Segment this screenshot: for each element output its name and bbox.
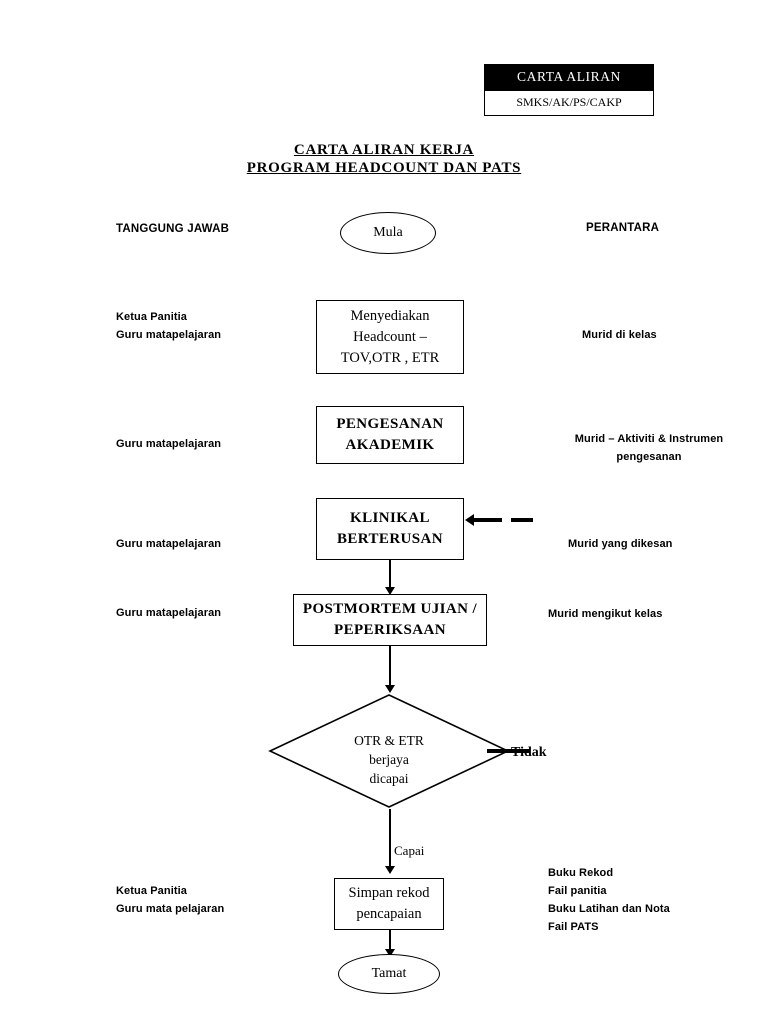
medium-step-5-line-3: Buku Latihan dan Nota (548, 903, 670, 915)
connector-simpan-to-end (389, 930, 391, 952)
branch-yes-connector (389, 809, 391, 869)
pengesanan-akademik-line-1: PENGESANAN (336, 416, 444, 432)
page-title-line-2: PROGRAM HEADCOUNT DAN PATS (246, 160, 522, 176)
flow-node-klinikal-berterusan[interactable]: KLINIKAL BERTERUSAN (316, 498, 464, 560)
klinikal-berterusan-line-1: KLINIKAL (350, 510, 430, 526)
page-title-line-1: CARTA ALIRAN KERJA (293, 142, 475, 158)
flow-node-start[interactable]: Mula (340, 212, 436, 254)
connector-klinikal-to-postmortem (389, 560, 391, 590)
connector-postmortem-to-decision (389, 646, 391, 688)
medium-step-5-line-1: Buku Rekod (548, 867, 614, 879)
feedback-dash-1 (474, 518, 502, 522)
document-stamp-box: CARTA ALIRAN SMKS/AK/PS/CAKP (484, 64, 654, 116)
branch-no-label: Tidak (511, 745, 547, 760)
flow-node-simpan-rekod-label: Simpan rekod pencapaian (343, 883, 436, 925)
medium-step-5-line-2: Fail panitia (548, 885, 607, 897)
postmortem-line-2: PEPERIKSAAN (334, 622, 446, 638)
responsible-step-5: Ketua Panitia Guru mata pelajaran (116, 882, 224, 918)
flow-node-decision-otr-etr[interactable]: OTR & ETR berjaya dicapai (268, 693, 510, 814)
responsible-step-4: Guru matapelajaran (116, 607, 222, 619)
responsible-step-5-line-1: Ketua Panitia (116, 885, 187, 897)
flow-node-start-label: Mula (373, 225, 403, 240)
responsible-step-3: Guru matapelajaran (116, 538, 222, 550)
column-header-tanggung-jawab: TANGGUNG JAWAB (116, 223, 230, 235)
responsible-step-2: Guru matapelajaran (116, 438, 222, 450)
medium-step-5-line-4: Fail PATS (548, 921, 599, 933)
branch-no-connector (487, 749, 529, 753)
stamp-code: SMKS/AK/PS/CAKP (485, 90, 653, 115)
responsible-step-5-line-2: Guru mata pelajaran (116, 903, 225, 915)
medium-step-4: Murid mengikut kelas (548, 608, 663, 620)
branch-yes-arrowhead-icon (385, 866, 395, 874)
medium-step-1: Murid di kelas (582, 329, 657, 341)
responsible-step-1-line-1: Ketua Panitia (116, 311, 187, 323)
connector-klinikal-to-postmortem-arrowhead-icon (385, 587, 395, 595)
menyediakan-headcount-line-3: TOV,OTR , ETR (340, 349, 440, 366)
medium-step-2-line-2: pengesanan (616, 451, 682, 463)
medium-step-2-line-1: Murid – Aktiviti & Instrumen (574, 433, 724, 445)
feedback-dash-2 (511, 518, 533, 522)
feedback-arrowhead-icon (465, 514, 474, 526)
flow-node-simpan-rekod[interactable]: Simpan rekod pencapaian (334, 878, 444, 930)
pengesanan-akademik-line-2: AKADEMIK (345, 437, 435, 453)
stamp-title: CARTA ALIRAN (485, 65, 653, 90)
decision-diamond-shape (268, 694, 510, 808)
flow-node-end[interactable]: Tamat (338, 954, 440, 994)
simpan-rekod-line-2: pencapaian (356, 906, 422, 922)
menyediakan-headcount-line-1: Menyediakan (350, 307, 430, 324)
medium-step-2: Murid – Aktiviti & Instrumen pengesanan (535, 430, 763, 466)
medium-step-3: Murid yang dikesan (568, 538, 673, 550)
flow-node-pengesanan-akademik[interactable]: PENGESANAN AKADEMIK (316, 406, 464, 464)
column-header-perantara: PERANTARA (586, 222, 660, 234)
connector-simpan-to-end-arrowhead-icon (385, 949, 395, 957)
responsible-step-1: Ketua Panitia Guru matapelajaran (116, 308, 221, 344)
flow-node-postmortem-ujian-label: POSTMORTEM UJIAN / PEPERIKSAAN (297, 599, 483, 641)
page-title: CARTA ALIRAN KERJA PROGRAM HEADCOUNT DAN… (0, 141, 768, 177)
flow-node-klinikal-berterusan-label: KLINIKAL BERTERUSAN (331, 508, 449, 550)
klinikal-berterusan-line-2: BERTERUSAN (337, 531, 443, 547)
flow-node-menyediakan-headcount-label: Menyediakan Headcount – TOV,OTR , ETR (335, 306, 446, 369)
flow-node-end-label: Tamat (371, 966, 407, 981)
flow-node-pengesanan-akademik-label: PENGESANAN AKADEMIK (330, 414, 449, 456)
menyediakan-headcount-line-2: Headcount – (353, 328, 427, 345)
flow-node-postmortem-ujian[interactable]: POSTMORTEM UJIAN / PEPERIKSAAN (293, 594, 487, 646)
connector-postmortem-to-decision-arrowhead-icon (385, 685, 395, 693)
medium-step-5: Buku Rekod Fail panitia Buku Latihan dan… (548, 864, 670, 936)
simpan-rekod-line-1: Simpan rekod (348, 885, 430, 901)
branch-yes-label: Capai (394, 843, 425, 858)
flow-node-menyediakan-headcount[interactable]: Menyediakan Headcount – TOV,OTR , ETR (316, 300, 464, 374)
postmortem-line-1: POSTMORTEM UJIAN / (302, 601, 478, 617)
responsible-step-1-line-2: Guru matapelajaran (116, 329, 222, 341)
